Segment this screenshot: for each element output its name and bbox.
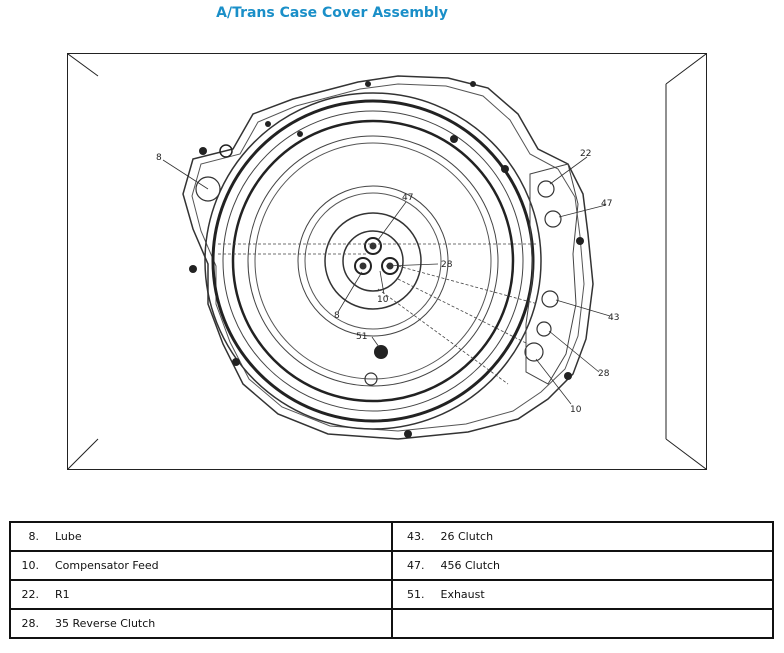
table-row: 22. R1 51. Exhaust <box>9 579 774 610</box>
callout-8-left: 8 <box>156 153 162 163</box>
legend-cell: 10. Compensator Feed <box>9 550 393 581</box>
legend-label: 456 Clutch <box>440 559 501 572</box>
legend-cell <box>390 608 774 639</box>
legend-number: 43. <box>407 530 425 543</box>
legend-label: 26 Clutch <box>440 530 494 543</box>
callout-43: 43 <box>608 313 619 323</box>
legend-number: 51. <box>407 588 425 601</box>
legend-cell: 47. 456 Clutch <box>390 550 774 581</box>
callout-51: 51 <box>356 332 367 342</box>
legend-cell: 43. 26 Clutch <box>390 521 774 552</box>
legend-number: 47. <box>407 559 425 572</box>
legend-cell: 8. Lube <box>9 521 393 552</box>
legend-label: Lube <box>55 530 82 543</box>
legend-number: 8. <box>28 530 40 543</box>
legend-number: 10. <box>21 559 40 572</box>
callout-47-right: 47 <box>601 199 612 209</box>
callout-8-center: 8 <box>334 311 340 321</box>
legend-cell: 28. 35 Reverse Clutch <box>9 608 393 639</box>
callout-10-center: 10 <box>377 295 389 305</box>
callout-47-center: 47 <box>402 193 413 203</box>
legend-table: 8. Lube 43. 26 Clutch 10. Compensator Feed … <box>9 521 774 639</box>
legend-cell: 51. Exhaust <box>390 579 774 610</box>
legend-label: Compensator Feed <box>55 559 159 572</box>
callout-22: 22 <box>580 149 591 159</box>
callout-28-center: 28 <box>441 260 453 270</box>
table-row: 8. Lube 43. 26 Clutch <box>9 521 774 552</box>
callout-10-right: 10 <box>570 405 582 415</box>
callout-28-right: 28 <box>598 369 610 379</box>
legend-label: R1 <box>55 588 70 601</box>
table-row: 10. Compensator Feed 47. 456 Clutch <box>9 550 774 581</box>
legend-number: 28. <box>21 617 40 630</box>
case-cover-diagram: 8 47 28 8 10 51 22 47 43 28 10 <box>67 53 707 470</box>
legend-label: Exhaust <box>440 588 485 601</box>
legend-cell: 22. R1 <box>9 579 393 610</box>
table-row: 28. 35 Reverse Clutch <box>9 608 774 639</box>
legend-label: 35 Reverse Clutch <box>55 617 156 630</box>
case-cover-drawing: 8 47 28 8 10 51 22 47 43 28 10 <box>68 54 706 469</box>
legend-number: 22. <box>21 588 40 601</box>
page-title: A/Trans Case Cover Assembly <box>216 5 448 21</box>
